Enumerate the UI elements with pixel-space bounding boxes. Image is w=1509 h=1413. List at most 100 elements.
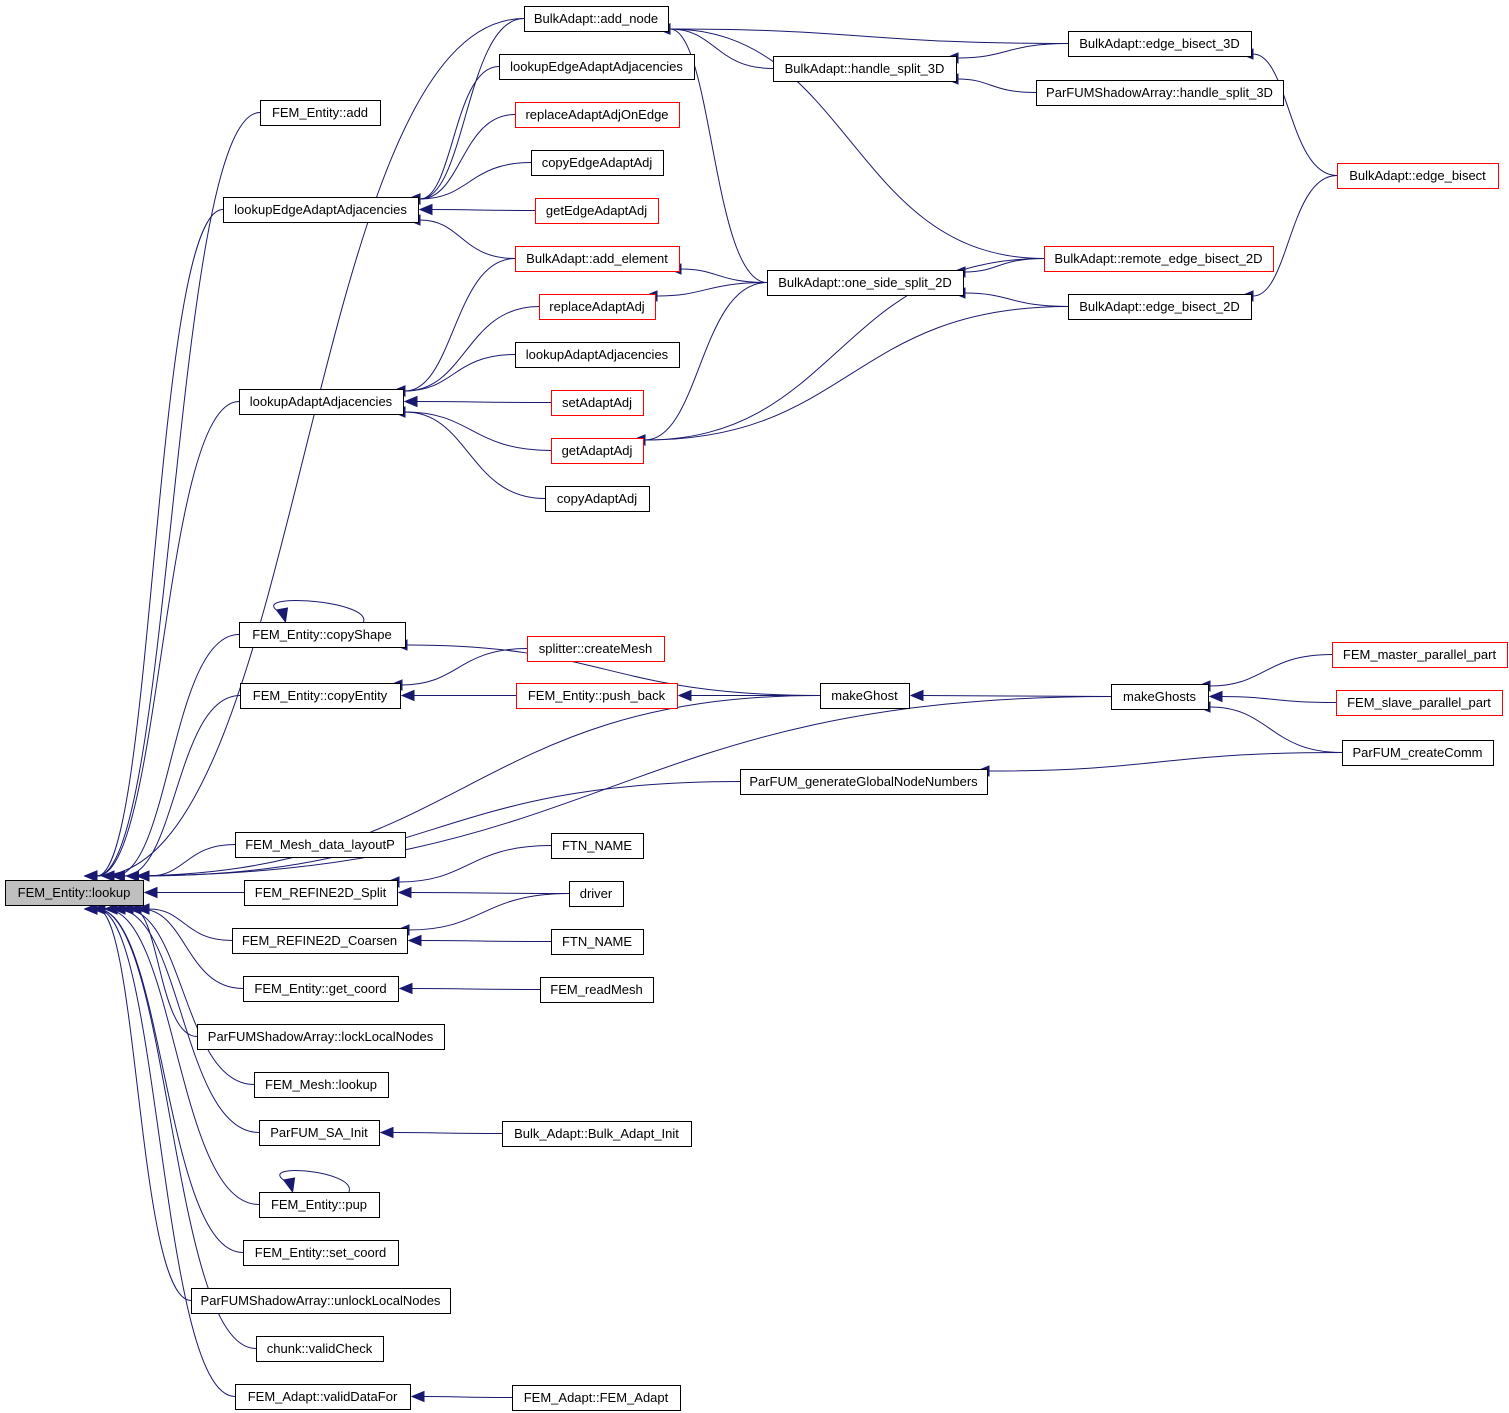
edge-line: [420, 940, 552, 942]
call-edge-pup-to-pup: [279, 1170, 350, 1194]
node-label: BulkAdapt::edge_bisect_3D: [1079, 36, 1239, 51]
edge-line: [273, 600, 365, 623]
node-box: [512, 1385, 681, 1411]
graph-node-make-ghosts[interactable]: makeGhosts: [1111, 684, 1209, 710]
arrowhead-icon: [403, 395, 418, 408]
node-label: makeGhost: [831, 688, 898, 703]
graph-node-ftn-name[interactable]: FTN_NAME: [551, 833, 644, 859]
graph-node-make-ghost[interactable]: makeGhost: [820, 683, 910, 709]
graph-node-fem-refine2-d-coarsen[interactable]: FEM_REFINE2D_Coarsen: [232, 928, 408, 954]
graph-node-fem-entity-copy-shape[interactable]: FEM_Entity::copyShape: [239, 622, 406, 648]
graph-node-get-adapt-adj[interactable]: getAdaptAdj: [551, 438, 644, 464]
node-box: [223, 197, 419, 223]
graph-node-get-edge-adapt-adj[interactable]: getEdgeAdaptAdj: [535, 198, 659, 224]
graph-node-bulk-adapt-edge-bisect-2-d[interactable]: BulkAdapt::edge_bisect_2D: [1068, 294, 1252, 320]
graph-node-fem-entity-copy-entity[interactable]: FEM_Entity::copyEntity: [240, 683, 401, 709]
edge-line: [404, 258, 516, 392]
graph-node-copy-edge-adapt-adj[interactable]: copyEdgeAdaptAdj: [531, 150, 664, 176]
call-edge-ebisect-to-eb3d: [1239, 48, 1338, 176]
graph-node-fem-refine2-d-split[interactable]: FEM_REFINE2D_Split: [244, 880, 398, 906]
graph-node-par-fum-generate-global-node-numbers[interactable]: ParFUM_generateGlobalNodeNumbers: [740, 769, 988, 795]
graph-node-bulk-adapt-edge-bisect-3-d[interactable]: BulkAdapt::edge_bisect_3D: [1068, 31, 1252, 57]
graph-node-lookup-edge-adapt-adjacencies[interactable]: lookupEdgeAdaptAdjacencies: [499, 54, 695, 80]
edge-line: [680, 268, 768, 283]
arrowhead-icon: [397, 886, 412, 899]
node-label: BulkAdapt::edge_bisect_2D: [1079, 299, 1239, 314]
edge-line: [416, 401, 552, 403]
graph-node-par-fumshadow-array-lock-local-nodes[interactable]: ParFUMShadowArray::lockLocalNodes: [197, 1024, 445, 1050]
graph-node-fem-mesh-data-layout-p[interactable]: FEM_Mesh_data_layoutP: [235, 832, 406, 858]
graph-node-bulk-adapt-bulk-adapt-init[interactable]: Bulk_Adapt::Bulk_Adapt_Init: [502, 1121, 692, 1147]
graph-node-bulk-adapt-remote-edge-bisect-2-d[interactable]: BulkAdapt::remote_edge_bisect_2D: [1044, 246, 1274, 272]
graph-node-fem-adapt-fem-adapt[interactable]: FEM_Adapt::FEM_Adapt: [512, 1385, 681, 1411]
call-edge-pushBack-to-copyEntity: [400, 689, 516, 702]
node-layer: FEM_Entity::lookupFEM_Entity::addlookupE…: [5, 6, 1508, 1411]
graph-node-fem-mesh-lookup[interactable]: FEM_Mesh::lookup: [254, 1072, 389, 1098]
graph-node-par-fum-create-comm[interactable]: ParFUM_createComm: [1342, 740, 1494, 766]
graph-node-replace-adapt-adj-on-edge[interactable]: replaceAdaptAdjOnEdge: [515, 102, 680, 128]
graph-node-splitter-create-mesh[interactable]: splitter::createMesh: [527, 636, 665, 662]
graph-node-lookup-edge-adapt-adjacencies[interactable]: lookupEdgeAdaptAdjacencies: [223, 197, 419, 223]
node-label: BulkAdapt::handle_split_3D: [785, 61, 945, 76]
arrowhead-icon: [282, 1177, 296, 1194]
node-box: [259, 1192, 380, 1218]
graph-node-fem-adapt-valid-data-for[interactable]: FEM_Adapt::validDataFor: [235, 1384, 411, 1410]
node-label: ParFUMShadowArray::handle_split_3D: [1046, 85, 1273, 100]
graph-node-bulk-adapt-one-side-split-2-d[interactable]: BulkAdapt::one_side_split_2D: [767, 270, 964, 296]
graph-node-fem-slave-parallel-part[interactable]: FEM_slave_parallel_part: [1336, 690, 1503, 716]
node-label: lookupEdgeAdaptAdjacencies: [234, 202, 407, 217]
node-label: copyEdgeAdaptAdj: [542, 155, 653, 170]
graph-node-chunk-valid-check[interactable]: chunk::validCheck: [256, 1336, 384, 1362]
edge-line: [132, 908, 198, 1037]
call-edge-addElem-to-leaa1: [406, 214, 516, 259]
arrowhead-icon: [110, 870, 125, 882]
edge-line: [1252, 53, 1338, 176]
arrowhead-icon: [418, 203, 433, 216]
graph-node-bulk-adapt-handle-split-3-d[interactable]: BulkAdapt::handle_split_3D: [773, 56, 957, 82]
graph-node-copy-adapt-adj[interactable]: copyAdaptAdj: [545, 486, 650, 512]
node-box: [1336, 690, 1503, 716]
node-box: [254, 1072, 389, 1098]
graph-node-fem-read-mesh[interactable]: FEM_readMesh: [540, 977, 654, 1003]
call-edge-femAdapt-to-validDataFor: [410, 1390, 513, 1403]
graph-node-par-fumshadow-array-handle-split-3-d[interactable]: ParFUMShadowArray::handle_split_3D: [1036, 80, 1284, 106]
graph-node-fem-entity-add[interactable]: FEM_Entity::add: [260, 100, 381, 126]
call-edge-validCheck-to-lookup: [83, 903, 257, 1349]
graph-node-ftn-name[interactable]: FTN_NAME: [551, 929, 644, 955]
graph-node-par-fum-sa-init[interactable]: ParFUM_SA_Init: [259, 1120, 380, 1146]
node-label: setAdaptAdj: [562, 395, 632, 410]
node-box: [260, 100, 381, 126]
arrowhead-icon: [909, 689, 924, 702]
graph-node-fem-entity-pup[interactable]: FEM_Entity::pup: [259, 1192, 380, 1218]
graph-node-driver[interactable]: driver: [569, 881, 624, 907]
node-label: FTN_NAME: [562, 934, 632, 949]
arrowhead-icon: [103, 903, 118, 915]
graph-node-set-adapt-adj[interactable]: setAdaptAdj: [551, 390, 644, 416]
graph-node-replace-adapt-adj[interactable]: replaceAdaptAdj: [539, 294, 656, 320]
graph-node-bulk-adapt-add-element[interactable]: BulkAdapt::add_element: [515, 246, 680, 272]
graph-node-fem-master-parallel-part[interactable]: FEM_master_parallel_part: [1332, 642, 1508, 668]
graph-node-lookup-adapt-adjacencies[interactable]: lookupAdaptAdjacencies: [239, 389, 404, 415]
graph-node-par-fumshadow-array-unlock-local-nodes[interactable]: ParFUMShadowArray::unlockLocalNodes: [191, 1288, 451, 1314]
call-edge-split-to-lookup: [143, 886, 244, 899]
node-box: [239, 622, 406, 648]
graph-node-fem-entity-set-coord[interactable]: FEM_Entity::set_coord: [243, 1240, 399, 1266]
node-box: [232, 928, 408, 954]
graph-node-bulk-adapt-edge-bisect[interactable]: BulkAdapt::edge_bisect: [1337, 163, 1499, 189]
node-label: FEM_REFINE2D_Coarsen: [242, 933, 397, 948]
node-label: ParFUMShadowArray::unlockLocalNodes: [201, 1293, 441, 1308]
call-edge-bulkInit-to-saInit: [379, 1126, 503, 1139]
edge-line: [104, 908, 260, 1205]
node-box: [551, 438, 644, 464]
graph-node-lookup-adapt-adjacencies[interactable]: lookupAdaptAdjacencies: [515, 342, 680, 368]
node-label: FEM_Entity::copyEntity: [253, 688, 388, 703]
node-box: [545, 486, 650, 512]
graph-node-bulk-adapt-add-node[interactable]: BulkAdapt::add_node: [524, 6, 669, 32]
node-label: ParFUMShadowArray::lockLocalNodes: [208, 1029, 434, 1044]
arrowhead-icon: [83, 870, 98, 882]
edge-line: [669, 28, 1045, 259]
arrowhead-icon: [407, 934, 422, 947]
node-label: BulkAdapt::add_node: [534, 11, 658, 26]
graph-node-fem-entity-push-back[interactable]: FEM_Entity::push_back: [516, 683, 678, 709]
graph-node-fem-entity-get-coord[interactable]: FEM_Entity::get_coord: [243, 976, 399, 1002]
